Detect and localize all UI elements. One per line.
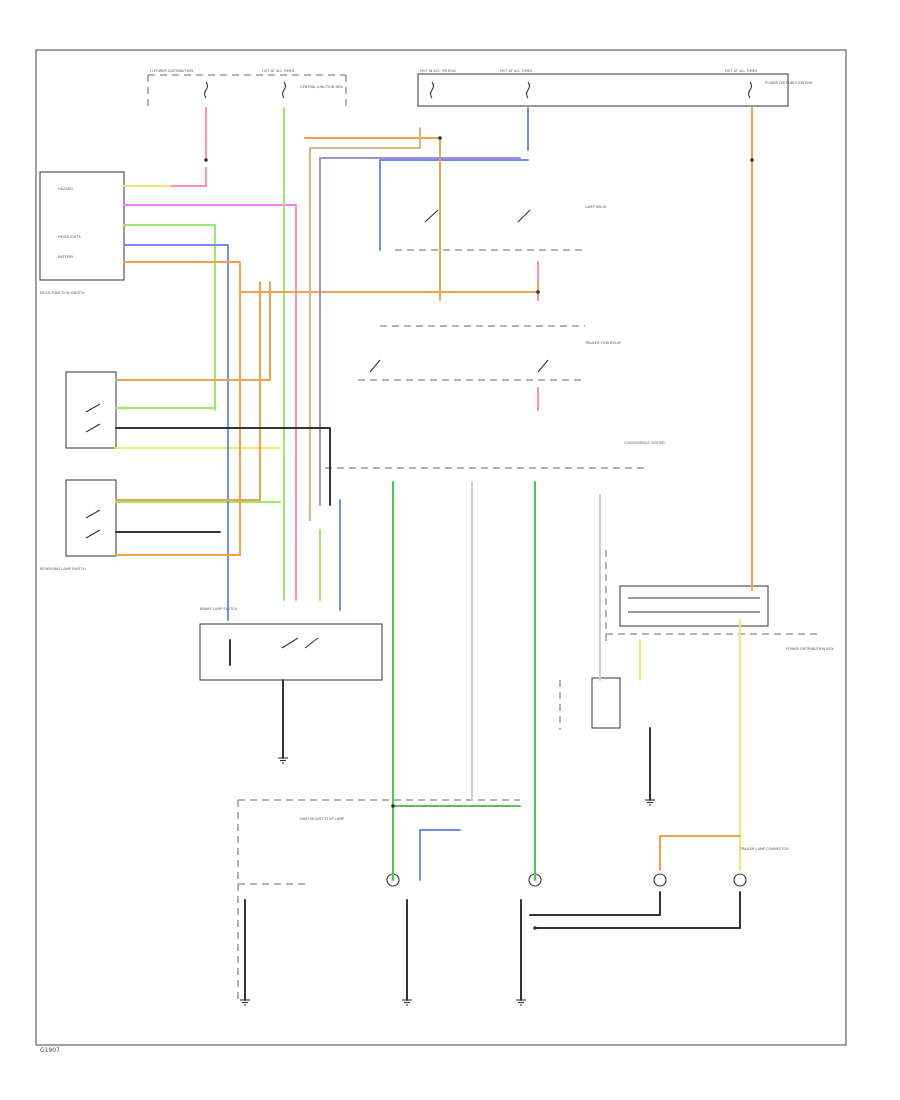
svg-text:TRAILER TOW RELAY: TRAILER TOW RELAY [584, 341, 622, 345]
svg-text:HOT AT ALL TIMES: HOT AT ALL TIMES [262, 69, 295, 73]
reversing-lamp-switch-upper [65, 371, 117, 449]
wire-tan [309, 127, 421, 521]
wire-blue [123, 107, 529, 881]
diode-box [591, 677, 621, 729]
ground-symbols [240, 757, 655, 1006]
wire-green [392, 481, 536, 881]
svg-text:HEADLIGHTS: HEADLIGHTS [58, 235, 81, 239]
svg-text:CENTRAL JUNCTION BOX: CENTRAL JUNCTION BOX [300, 85, 343, 89]
diagram-frame [35, 49, 847, 1046]
svg-text:HAZARD: HAZARD [58, 187, 73, 191]
splice-dots [204, 136, 754, 930]
wire-purple [319, 157, 521, 506]
svg-text:LAMP RELAY: LAMP RELAY [585, 205, 607, 209]
trailer-module [619, 585, 769, 627]
wire-yellow [115, 185, 741, 871]
reversing-lamp-switch-lower [65, 479, 117, 557]
component-labels: LAMP RELAY TRAILER TOW RELAY CONVENIENCE… [300, 205, 834, 851]
svg-text:BATTERY: BATTERY [58, 255, 74, 259]
svg-text:CONVENIENCE CENTER: CONVENIENCE CENTER [624, 441, 665, 445]
svg-text:HOT IN ACC OR RUN: HOT IN ACC OR RUN [420, 69, 456, 73]
wire-orange [115, 107, 753, 871]
svg-text:REVERSING LAMP SWITCH: REVERSING LAMP SWITCH [40, 567, 86, 571]
svg-text:POWER DISTRIBUTION BOX: POWER DISTRIBUTION BOX [786, 647, 834, 651]
wire-gray [471, 481, 601, 801]
multifunction-switch [39, 171, 125, 281]
switch-contacts-left [85, 403, 101, 539]
brake-lamp-switch-box [199, 623, 383, 681]
svg-text:BRAKE LAMP SWITCH: BRAKE LAMP SWITCH [200, 607, 237, 611]
lamp-bulbs [386, 873, 747, 887]
svg-text:POWER DISTRIBUTION BOX: POWER DISTRIBUTION BOX [765, 81, 813, 85]
svg-text:HIGH MOUNT STOP LAMP: HIGH MOUNT STOP LAMP [300, 817, 344, 821]
wire-light-green [115, 107, 321, 601]
wire-pink [123, 107, 539, 601]
svg-text:H-POWER DISTRIBUTION: H-POWER DISTRIBUTION [150, 69, 193, 73]
svg-text:HOT AT ALL TIMES: HOT AT ALL TIMES [725, 69, 758, 73]
fuse-symbols [203, 81, 753, 99]
svg-text:HOT AT ALL TIMES: HOT AT ALL TIMES [500, 69, 533, 73]
wire-black [115, 427, 741, 1001]
fuse-panel-left: H-POWER DISTRIBUTION HOT AT ALL TIMES CE… [147, 69, 347, 108]
relay-switches [369, 209, 549, 373]
figure-id: G1907 [40, 1047, 60, 1054]
svg-text:TRAILER LAMP CONNECTOR: TRAILER LAMP CONNECTOR [739, 847, 789, 851]
svg-text:MULTI-FUNCTION SWITCH: MULTI-FUNCTION SWITCH [40, 291, 85, 295]
fuse-panel-right: HOT IN ACC OR RUN HOT AT ALL TIMES HOT A… [417, 69, 813, 107]
